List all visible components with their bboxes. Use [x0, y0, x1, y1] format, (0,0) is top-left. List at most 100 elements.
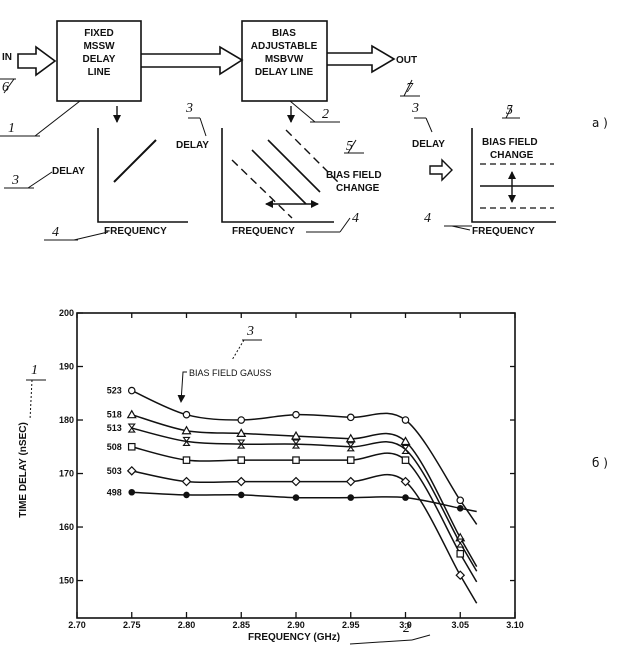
series-line-513 [131, 427, 478, 572]
label-4-graph3: 4 [424, 211, 431, 226]
graph-bias-change: DELAY 3 BIAS FIELD CHANGE 5 FREQUENCY 4 [411, 101, 556, 237]
label-2-top: 2 [322, 107, 329, 122]
y-tick-label: 170 [59, 469, 74, 479]
marker-508 [292, 456, 300, 464]
series-label-523: 523 [107, 386, 122, 396]
marker-503 [181, 476, 192, 487]
label-5-graph2: 5 [346, 139, 353, 154]
marker-503 [400, 476, 411, 487]
out-arrow [327, 44, 396, 74]
marker-513 [237, 439, 246, 449]
ref-3: 3 [246, 324, 254, 339]
marker-523 [456, 496, 465, 505]
y-tick-label: 200 [59, 308, 74, 318]
y-axis-label: TIME DELAY (nSEC) [18, 422, 29, 518]
graph2-delay-label: DELAY [176, 140, 209, 151]
marker-518 [400, 436, 411, 446]
marker-523 [346, 413, 355, 422]
marker-508 [127, 442, 136, 451]
marker-498 [292, 494, 300, 501]
series-line-503 [131, 470, 478, 604]
box1-line1: FIXED [84, 28, 113, 39]
y-tick-label: 150 [59, 576, 74, 586]
series-line-498 [131, 491, 477, 513]
label-3-graph1: 3 [11, 173, 19, 188]
in-label: IN [2, 52, 12, 63]
marker-498 [183, 491, 190, 499]
box1-line2: MSSW [83, 41, 115, 52]
marker-503 [455, 570, 466, 581]
block-diagram: IN 6 FIXED MSSW DELAY LINE BIAS ADJUSTAB… [0, 20, 608, 241]
graph3-delay-label: DELAY [412, 139, 445, 150]
label-1-top: 1 [8, 121, 15, 136]
marker-498 [128, 488, 136, 496]
marker-498 [237, 491, 245, 499]
label-5-graph3: 5 [506, 103, 513, 118]
graph3-bias-line2: CHANGE [490, 150, 534, 161]
marker-518 [345, 433, 356, 443]
ref-2: 2 [403, 621, 410, 636]
graph1-frequency-label: FREQUENCY [104, 226, 167, 237]
x-tick-label: 3.10 [506, 620, 524, 630]
marker-503 [236, 476, 247, 487]
marker-503 [345, 476, 356, 487]
label-4-graph2: 4 [352, 211, 359, 226]
marker-513 [401, 444, 410, 454]
y-tick-label: 160 [59, 522, 74, 532]
part-a-label: a ) [592, 116, 608, 130]
series-line-518 [131, 413, 478, 567]
x-tick-label: 2.75 [123, 620, 141, 630]
marker-498 [347, 494, 355, 501]
in-arrow [17, 45, 57, 77]
graph1-delay-label: DELAY [52, 166, 85, 177]
plot-frame [76, 312, 516, 619]
marker-518 [236, 428, 247, 437]
label-3-graph3: 3 [411, 101, 419, 116]
graph2-bias-line2: CHANGE [336, 183, 380, 194]
box2-line4: DELAY LINE [255, 67, 314, 78]
marker-503 [291, 476, 301, 487]
box2-line1: BIAS [272, 28, 296, 39]
marker-518 [181, 425, 192, 435]
x-tick-label: 2.90 [287, 620, 305, 630]
marker-508 [237, 456, 246, 464]
marker-523 [182, 410, 191, 419]
box1-line3: DELAY [83, 54, 116, 65]
label-7: 7 [406, 81, 414, 96]
x-tick-label: 2.85 [232, 620, 250, 630]
series-label-518: 518 [107, 410, 122, 420]
marker-513 [291, 439, 301, 449]
box2-line3: MSBVW [265, 54, 304, 65]
ref-1: 1 [31, 363, 38, 378]
x-tick-label: 2.80 [178, 620, 196, 630]
marker-518 [290, 430, 302, 440]
graph2-bias-line1: BIAS FIELD [326, 170, 382, 181]
marker-498 [402, 494, 409, 501]
box1-line4: LINE [88, 67, 111, 78]
label-4-graph1: 4 [52, 225, 59, 240]
fixed-mssw-delay-line-box [56, 20, 142, 102]
graph-adjustable-delay: DELAY 3 BIAS FIELD CHANGE 5 FREQUENCY 4 [176, 101, 382, 237]
marker-523 [292, 410, 300, 419]
bias-adjustable-msbvw-box [241, 20, 328, 102]
graph3-frequency-label: FREQUENCY [472, 226, 535, 237]
marker-523 [127, 386, 136, 395]
x-tick-label: 2.70 [68, 620, 86, 630]
y-tick-label: 190 [59, 362, 74, 372]
marker-513 [456, 538, 465, 548]
graph3-bias-line1: BIAS FIELD [482, 137, 538, 148]
series-line-508 [131, 446, 478, 583]
marker-523 [401, 416, 410, 424]
graph2-frequency-label: FREQUENCY [232, 226, 295, 237]
marker-508 [401, 456, 410, 464]
marker-513 [182, 436, 191, 446]
series-markers [126, 386, 466, 581]
marker-523 [237, 416, 246, 424]
marker-508 [182, 456, 191, 464]
out-label: OUT [396, 55, 417, 66]
x-tick-label: 3.0 [399, 620, 412, 630]
